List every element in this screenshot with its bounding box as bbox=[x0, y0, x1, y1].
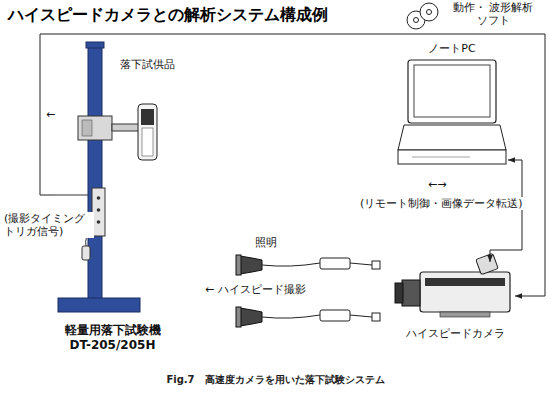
drop-tester-part bbox=[55, 195, 88, 196]
direction-arrow-text: ← bbox=[44, 108, 57, 121]
laptop-part bbox=[408, 60, 496, 123]
connector bbox=[40, 34, 545, 296]
remote-control-label: (リモート制御・画像データ転送) bbox=[358, 197, 525, 210]
lights-part bbox=[320, 258, 350, 269]
high-speed-camera-part bbox=[425, 278, 505, 286]
test-phone-part bbox=[141, 109, 154, 125]
lights-part bbox=[236, 307, 241, 327]
test-phone-part bbox=[142, 128, 153, 156]
drop-tester-part bbox=[86, 42, 104, 48]
high-speed-camera-part bbox=[440, 312, 490, 317]
high-speed-camera bbox=[395, 253, 510, 317]
node-text: ノートPC bbox=[428, 42, 475, 55]
lights-part bbox=[236, 255, 241, 275]
laptop-label: ノートPC bbox=[396, 42, 508, 175]
drop-tester-part bbox=[97, 220, 101, 224]
laptop-part bbox=[414, 65, 490, 117]
lights-part bbox=[240, 308, 262, 326]
laptop bbox=[398, 60, 506, 164]
software-discs-part bbox=[420, 3, 438, 21]
trigger-signal-label: (撮影タイミング トリガ信号) bbox=[2, 212, 94, 238]
software-discs-part bbox=[427, 10, 432, 15]
node-text: 落下試供品 bbox=[120, 58, 175, 71]
software-discs bbox=[407, 3, 438, 29]
lights-part bbox=[372, 313, 380, 321]
lights-part bbox=[262, 315, 320, 318]
lights-part bbox=[262, 263, 320, 266]
diagram-title: ハイスピードカメラとの解析システム構成例 bbox=[8, 5, 328, 26]
test-phone-part bbox=[138, 104, 157, 160]
high-speed-camera-part bbox=[476, 253, 498, 274]
high-speed-camera-part bbox=[420, 272, 510, 312]
laptop-part bbox=[398, 150, 506, 164]
bidirectional-arrow-text: ←→ bbox=[426, 178, 448, 191]
test-phone bbox=[138, 104, 157, 160]
figure-caption: Fig.7 高速度カメラを用いた落下試験システム bbox=[0, 373, 551, 387]
lights-part bbox=[350, 315, 372, 317]
lights-part bbox=[240, 256, 262, 274]
drop-tester-part bbox=[97, 196, 101, 200]
drop-tester-part bbox=[112, 124, 140, 131]
drop-tester-part bbox=[78, 116, 112, 140]
drop-tester-part bbox=[82, 246, 90, 260]
high-speed-camera-part bbox=[402, 280, 420, 306]
drop-tester-part bbox=[88, 46, 102, 300]
software-label: 動作・ 波形解析ソフト bbox=[443, 1, 543, 31]
node-text: 軽量用落下試験機 DT-205/205H bbox=[59, 323, 167, 352]
high-speed-camera-part bbox=[395, 283, 403, 303]
lights-part bbox=[350, 263, 372, 265]
sample-label: 落下試供品 bbox=[114, 58, 180, 162]
drop-tester-part bbox=[82, 120, 92, 136]
drop-tester-part bbox=[58, 298, 140, 312]
software-discs-part bbox=[414, 18, 419, 23]
lights-part bbox=[320, 310, 350, 321]
tester-label: 軽量用落下試験機 DT-205/205H bbox=[55, 175, 170, 352]
laptop-part bbox=[398, 125, 506, 150]
node-text: 照明 bbox=[255, 236, 277, 249]
laptop-part bbox=[412, 157, 470, 158]
node-text: 動作・ 波形解析ソフト bbox=[448, 1, 538, 27]
drop-tester bbox=[55, 42, 140, 312]
node-text: ハイスピードカメラ bbox=[406, 327, 505, 340]
drop-tester-part bbox=[97, 208, 101, 212]
lights-part bbox=[372, 261, 380, 269]
shooting-direction-label: ← ハイスピード撮影 bbox=[203, 283, 308, 296]
camera-label: ハイスピードカメラ bbox=[395, 262, 515, 340]
connector bbox=[490, 160, 522, 262]
